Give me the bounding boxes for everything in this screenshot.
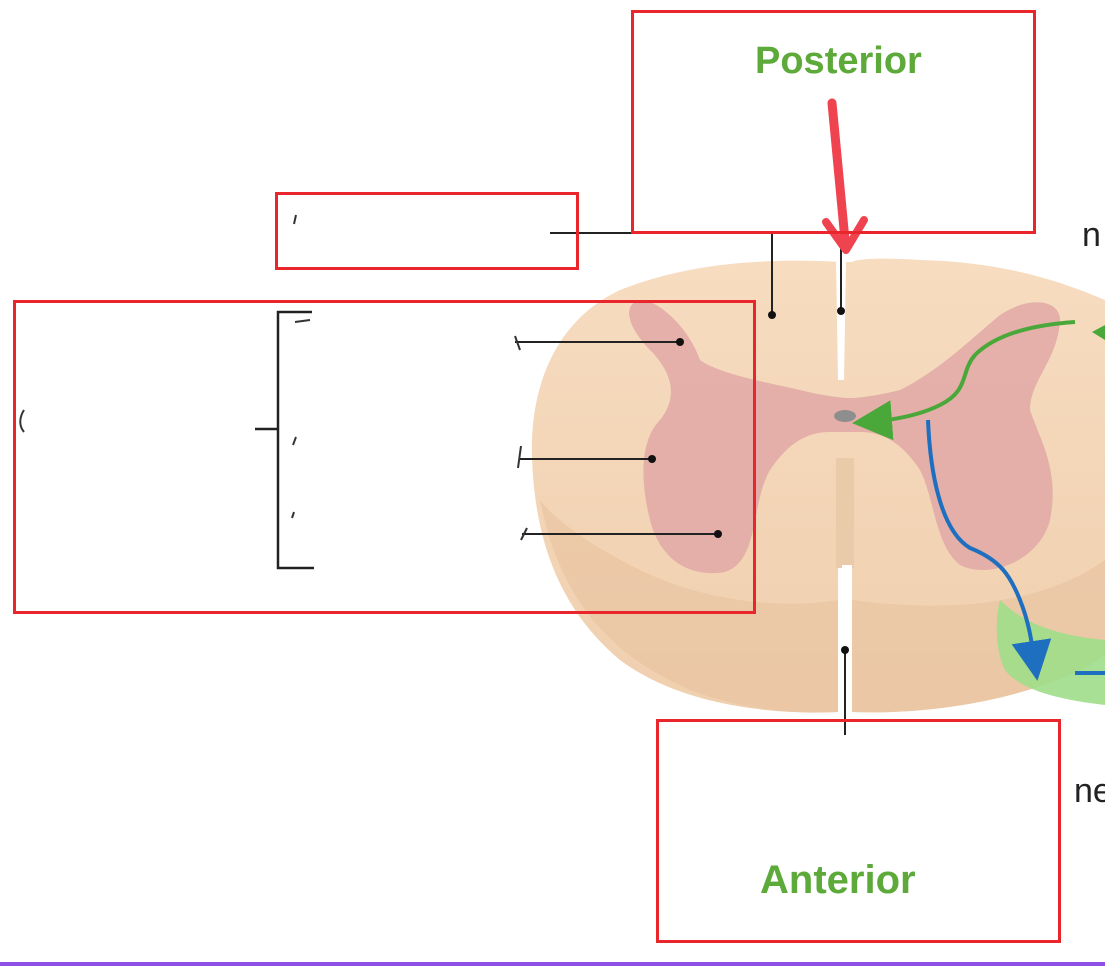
anterior-label-box: [656, 719, 1061, 943]
sensory-arrow: [852, 320, 1076, 441]
gray-matter: [629, 300, 1060, 574]
bottom-divider: [0, 962, 1105, 966]
central-canal: [834, 410, 856, 422]
posterior-label-box: [631, 10, 1036, 234]
right-upper-text: n: [1082, 216, 1101, 254]
motor-arrow: [926, 419, 1052, 681]
posterior-label: Posterior: [755, 40, 922, 82]
label-remnants: [19, 214, 528, 541]
left-group-label-box: [13, 300, 756, 614]
upper-left-label-box: [275, 192, 579, 270]
right-lower-text: ne: [1074, 772, 1105, 810]
anterior-label: Anterior: [760, 858, 916, 902]
bracket: [255, 310, 314, 570]
